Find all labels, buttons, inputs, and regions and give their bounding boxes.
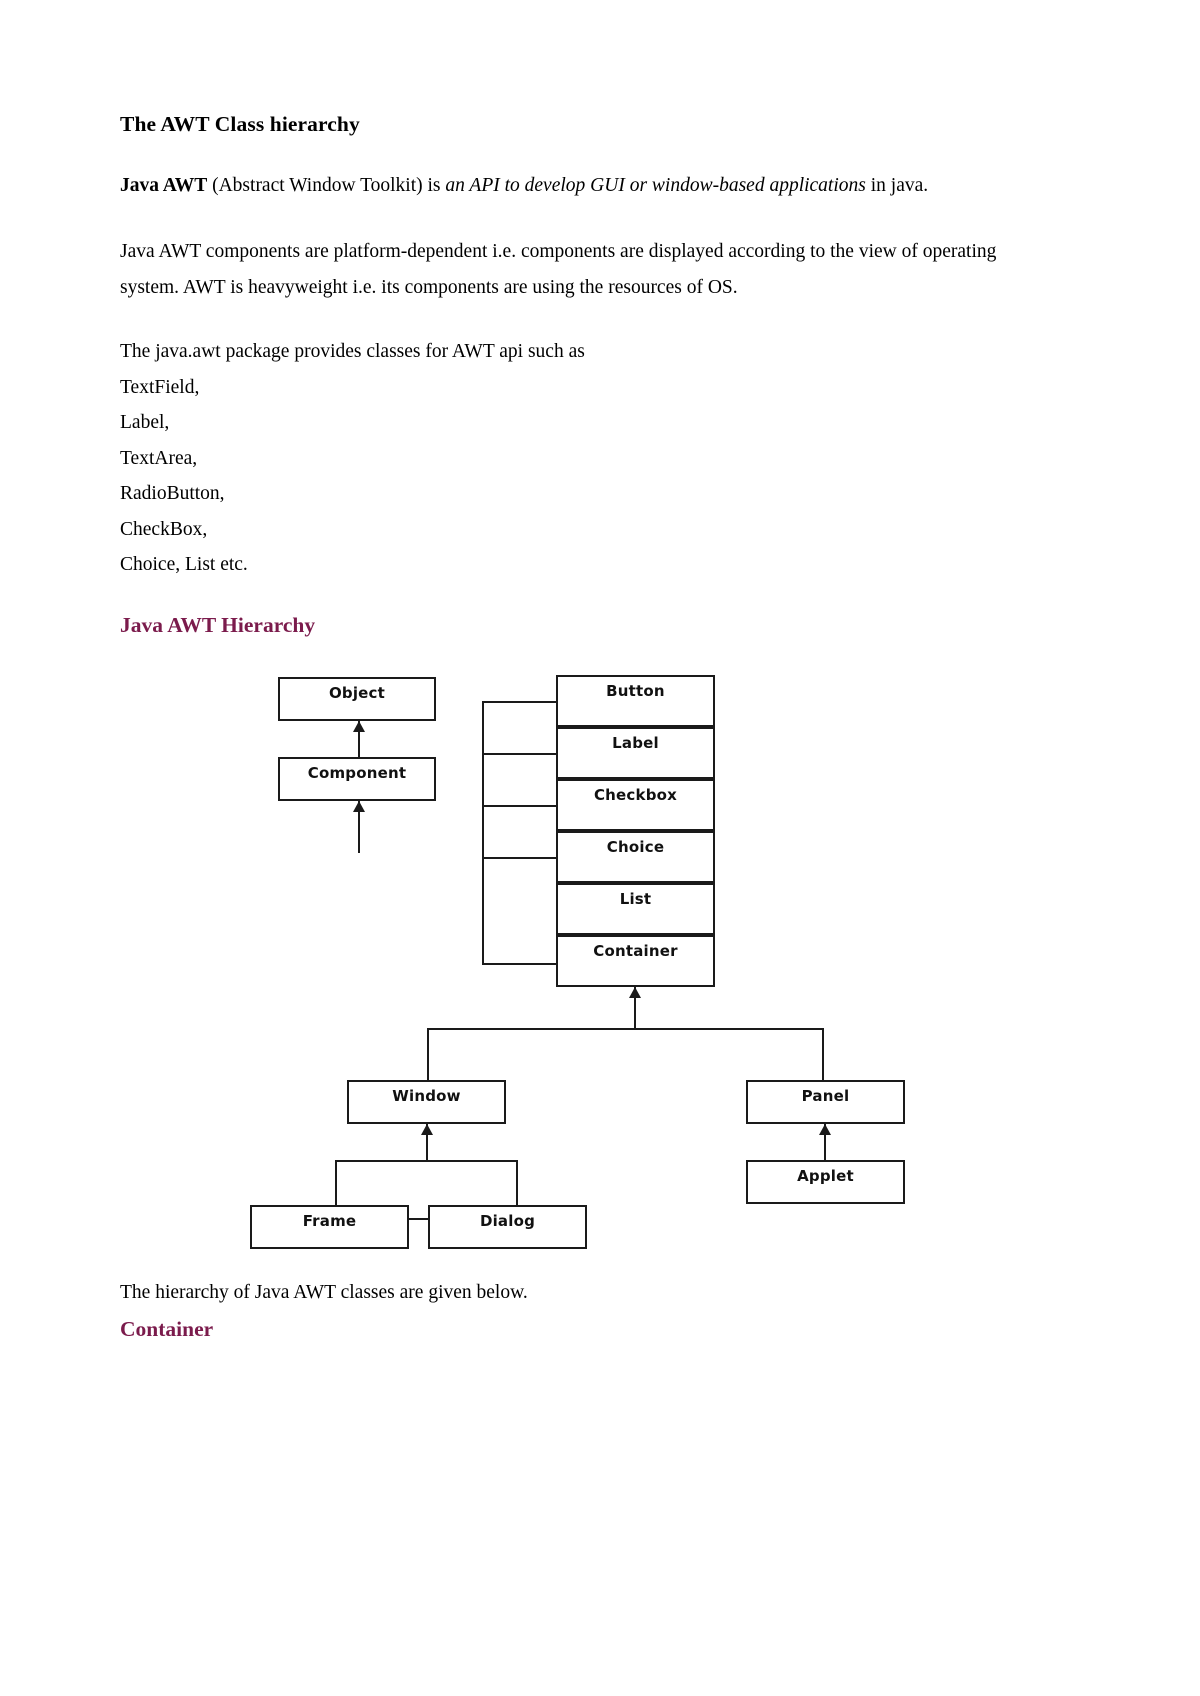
- document-content: The AWT Class hierarchy Java AWT (Abstra…: [120, 112, 1025, 1342]
- arrowhead-applet-panel: [819, 1123, 831, 1135]
- edge-container-down-stem: [634, 986, 636, 1029]
- list-item: Label,: [120, 412, 170, 434]
- arrowhead-component-object: [353, 720, 365, 732]
- intro-paragraph: Java AWT (Abstract Window Toolkit) is an…: [120, 168, 1025, 204]
- drop-to-window: [427, 1027, 429, 1081]
- diagram-node-container: Container: [556, 934, 715, 987]
- footer-block: The hierarchy of Java AWT classes are gi…: [120, 1277, 1025, 1342]
- diagram-node-panel: Panel: [746, 1079, 905, 1124]
- package-paragraph: The java.awt package provides classes fo…: [120, 340, 585, 362]
- branch-to-label: [482, 752, 558, 755]
- hierarchy-heading: Java AWT Hierarchy: [120, 612, 316, 637]
- intro-bold-lead: Java AWT: [120, 174, 208, 196]
- branch-to-button: [482, 700, 558, 703]
- arrowhead-to-window: [421, 1123, 433, 1135]
- awt-hierarchy-diagram: Object Component But: [120, 667, 1025, 1267]
- edge-component-object: [358, 720, 360, 757]
- children-trunk-line: [482, 700, 484, 965]
- platform-paragraph: Java AWT components are platform-depende…: [120, 240, 997, 298]
- diagram-node-checkbox: Checkbox: [556, 778, 715, 831]
- diagram-node-window: Window: [347, 1079, 506, 1124]
- list-item: Choice, List etc.: [120, 554, 248, 576]
- drop-to-panel: [822, 1027, 824, 1081]
- list-item: TextField,: [120, 376, 200, 398]
- edge-applet-panel: [824, 1123, 826, 1161]
- edge-window-down-stem: [426, 1123, 428, 1161]
- footer-text: The hierarchy of Java AWT classes are gi…: [120, 1281, 528, 1303]
- edge-component-stem: [358, 800, 360, 853]
- arrowhead-to-container: [629, 986, 641, 998]
- arrowhead-component-stem: [353, 800, 365, 812]
- intro-normal-1: (Abstract Window Toolkit) is: [207, 174, 446, 196]
- diagram-node-choice: Choice: [556, 830, 715, 883]
- branch-to-choice: [482, 856, 558, 859]
- list-item: RadioButton,: [120, 483, 225, 505]
- awt-class-list: TextField, Label, TextArea, RadioButton,…: [120, 370, 1025, 583]
- diagram-node-object: Object: [278, 676, 436, 721]
- intro-italic-phrase: an API to develop GUI or window-based ap…: [445, 174, 866, 196]
- branch-to-checkbox: [482, 804, 558, 807]
- diagram-node-list: List: [556, 882, 715, 935]
- list-item: CheckBox,: [120, 518, 208, 540]
- diagram-node-component: Component: [278, 756, 436, 801]
- footer-heading: Container: [120, 1316, 214, 1341]
- diagram-node-label: Label: [556, 726, 715, 779]
- branch-to-container: [482, 962, 558, 965]
- intro-normal-2: in java.: [865, 174, 929, 196]
- diagram-node-applet: Applet: [746, 1159, 905, 1204]
- diagram-node-button: Button: [556, 674, 715, 727]
- diagram-node-dialog: Dialog: [428, 1204, 587, 1249]
- diagram-node-frame: Frame: [250, 1204, 409, 1249]
- bus-container-children: [427, 1027, 824, 1030]
- list-item: TextArea,: [120, 447, 198, 469]
- page-title: The AWT Class hierarchy: [120, 112, 360, 136]
